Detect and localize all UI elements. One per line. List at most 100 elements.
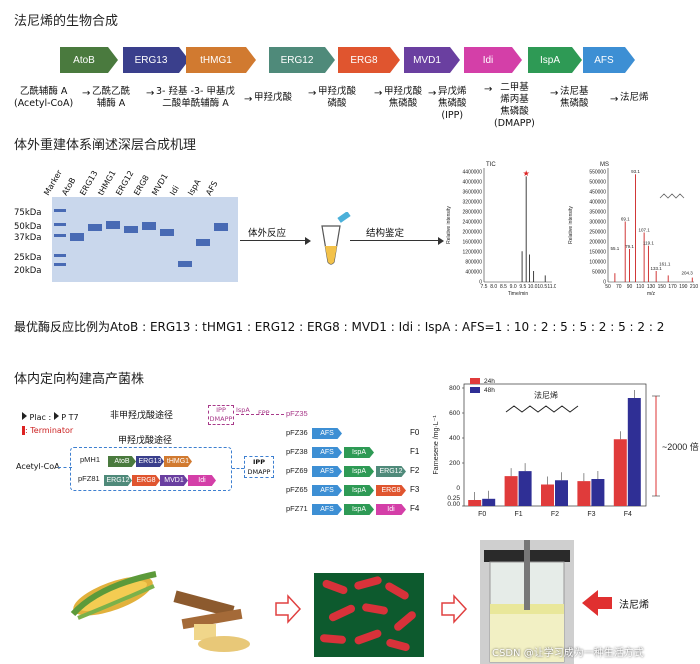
ms-ytick-label: 0 bbox=[603, 280, 606, 286]
legend-label: 48h bbox=[484, 387, 495, 394]
ms-xtick-label: 90 bbox=[627, 284, 633, 290]
fpp-label: FPP bbox=[258, 409, 270, 417]
gene-erg8: ERG8 bbox=[376, 485, 406, 496]
gene-ispa: IspA bbox=[344, 466, 374, 477]
bar bbox=[591, 479, 605, 506]
pathway-arrow: → bbox=[484, 84, 493, 95]
ms-xtick-label: 150 bbox=[658, 284, 667, 290]
tic-xtick-label: 11.0 bbox=[547, 284, 556, 290]
ms-peak-label: 119.1 bbox=[643, 241, 654, 246]
enzyme-label: tHMG1 bbox=[186, 47, 246, 73]
gene-atob: AtoB bbox=[108, 456, 136, 467]
legend-swatch bbox=[470, 378, 480, 384]
construct-strain-label: F2 bbox=[410, 466, 420, 475]
mva-to-ipp-arrow bbox=[232, 468, 244, 469]
arrow-head bbox=[625, 47, 635, 73]
bar bbox=[518, 471, 532, 506]
ms-peak-label: 133.1 bbox=[651, 266, 663, 271]
x-tick-label: F1 bbox=[515, 511, 523, 518]
ms-ytick-label: 550000 bbox=[589, 170, 606, 176]
construct-strain-label: F3 bbox=[410, 485, 420, 494]
arrow-head bbox=[572, 47, 582, 73]
gene-afs: AFS bbox=[312, 428, 342, 439]
construct-strain-label: F4 bbox=[410, 504, 420, 513]
flow-arrow-1-head bbox=[305, 237, 311, 245]
construct-plasmid-label: pFZ69 bbox=[286, 466, 308, 475]
legend-label: 24h bbox=[484, 378, 495, 385]
gene-idi: Idi bbox=[376, 504, 406, 515]
watermark-text: CSDN @让学习成为一种生活方式 bbox=[492, 648, 644, 659]
process-arrow-2 bbox=[440, 594, 468, 628]
flow-arrow-1 bbox=[240, 240, 308, 241]
acetyl-coa-label: Acetyl-CoA bbox=[16, 462, 60, 471]
arrow-head bbox=[450, 47, 460, 73]
ms-peak-label: 55.1 bbox=[610, 246, 619, 251]
enzyme-label: ERG8 bbox=[338, 47, 390, 73]
ms-peak-label: 93.1 bbox=[631, 169, 640, 174]
section1-title: 法尼烯的生物合成 bbox=[14, 14, 119, 29]
bar bbox=[541, 484, 554, 506]
tic-ytick-label: 2400000 bbox=[463, 220, 483, 226]
pmh1-label: pMH1 bbox=[80, 455, 101, 464]
gel-size-marker: 37kDa bbox=[14, 233, 42, 243]
chart-title: 法尼烯 bbox=[534, 390, 558, 400]
tic-ytick-label: 3200000 bbox=[463, 200, 483, 206]
tic-ylabel: Relative intensity bbox=[446, 206, 452, 244]
pathway-arrow: → bbox=[308, 88, 317, 99]
product-arrow bbox=[580, 588, 614, 622]
ms-ytick-label: 100000 bbox=[589, 260, 606, 266]
metabolite-8: 法尼基焦磷酸 bbox=[560, 86, 589, 109]
bar bbox=[482, 498, 496, 506]
top-plasmid-label: pFZ35 bbox=[286, 409, 308, 418]
tic-ytick-label: 3600000 bbox=[463, 190, 483, 196]
enzyme-label: ERG13 bbox=[123, 47, 179, 73]
bar bbox=[613, 439, 627, 506]
ipp-dmapp-box: IPP DMAPP bbox=[244, 456, 274, 478]
tic-xtick-label: 10.5 bbox=[537, 284, 547, 290]
metabolite-9: 法尼烯 bbox=[620, 92, 649, 103]
tic-ytick-label: 1600000 bbox=[463, 240, 483, 246]
flow-arrow-2-head bbox=[438, 237, 444, 245]
enzyme-label: Idi bbox=[464, 47, 512, 73]
construct-strain-label: F0 bbox=[410, 428, 420, 437]
gel-lane-label: Idi bbox=[168, 184, 181, 197]
tic-ytick-label: 2000000 bbox=[463, 230, 483, 236]
y-tick-label: 0.25 bbox=[447, 495, 460, 502]
tic-xtick-label: 10.0 bbox=[528, 284, 538, 290]
gene-ispa: IspA bbox=[344, 504, 374, 515]
section3-title: 体内定向构建高产菌株 bbox=[14, 372, 145, 387]
pathway-arrow: → bbox=[610, 94, 619, 105]
bar bbox=[504, 476, 518, 506]
tic-ytick-label: 4400000 bbox=[463, 170, 483, 176]
y-tick-label: 800 bbox=[449, 385, 460, 392]
ispa-small-label: IspA bbox=[236, 406, 250, 414]
pathway-arrow: → bbox=[146, 88, 155, 99]
ms-xtick-label: 190 bbox=[679, 284, 688, 290]
ms-xlabel: m/z bbox=[647, 291, 656, 297]
enzyme-label: AtoB bbox=[60, 47, 108, 73]
metabolite-5: 甲羟戊酸焦磷酸 bbox=[384, 86, 423, 109]
arrow-head bbox=[108, 47, 118, 73]
farnesene-molecule bbox=[505, 405, 579, 413]
ms-xtick-label: 70 bbox=[616, 284, 622, 290]
bar bbox=[577, 481, 591, 506]
gene-erg12: ERG12 bbox=[104, 475, 132, 486]
process-arrow-1 bbox=[274, 594, 302, 628]
tic-xlabel: Time/min bbox=[508, 291, 529, 297]
metabolite-7: 二甲基烯丙基焦磷酸(DMAPP) bbox=[494, 82, 535, 129]
gene-ispa: IspA bbox=[344, 485, 374, 496]
ms-ytick-label: 350000 bbox=[589, 210, 606, 216]
metabolite-1: 乙酰乙酰辅酶 A bbox=[92, 86, 131, 109]
ms-xtick-label: 170 bbox=[668, 284, 677, 290]
gene-thmg1: tHMG1 bbox=[164, 456, 192, 467]
section2-title: 体外重建体系阐述深层合成机理 bbox=[14, 138, 197, 153]
ms-ytick-label: 300000 bbox=[589, 220, 606, 226]
arrow-head bbox=[325, 47, 335, 73]
x-tick-label: F4 bbox=[624, 511, 632, 518]
gene-erg13: ERG13 bbox=[136, 456, 164, 467]
fold-change-label: ~2000 倍 bbox=[662, 441, 699, 452]
test-tube-icon bbox=[316, 211, 352, 272]
ipp-dmapp-top-box: IPP DMAPP bbox=[208, 405, 234, 425]
gel-lane-label: AFS bbox=[204, 179, 220, 197]
